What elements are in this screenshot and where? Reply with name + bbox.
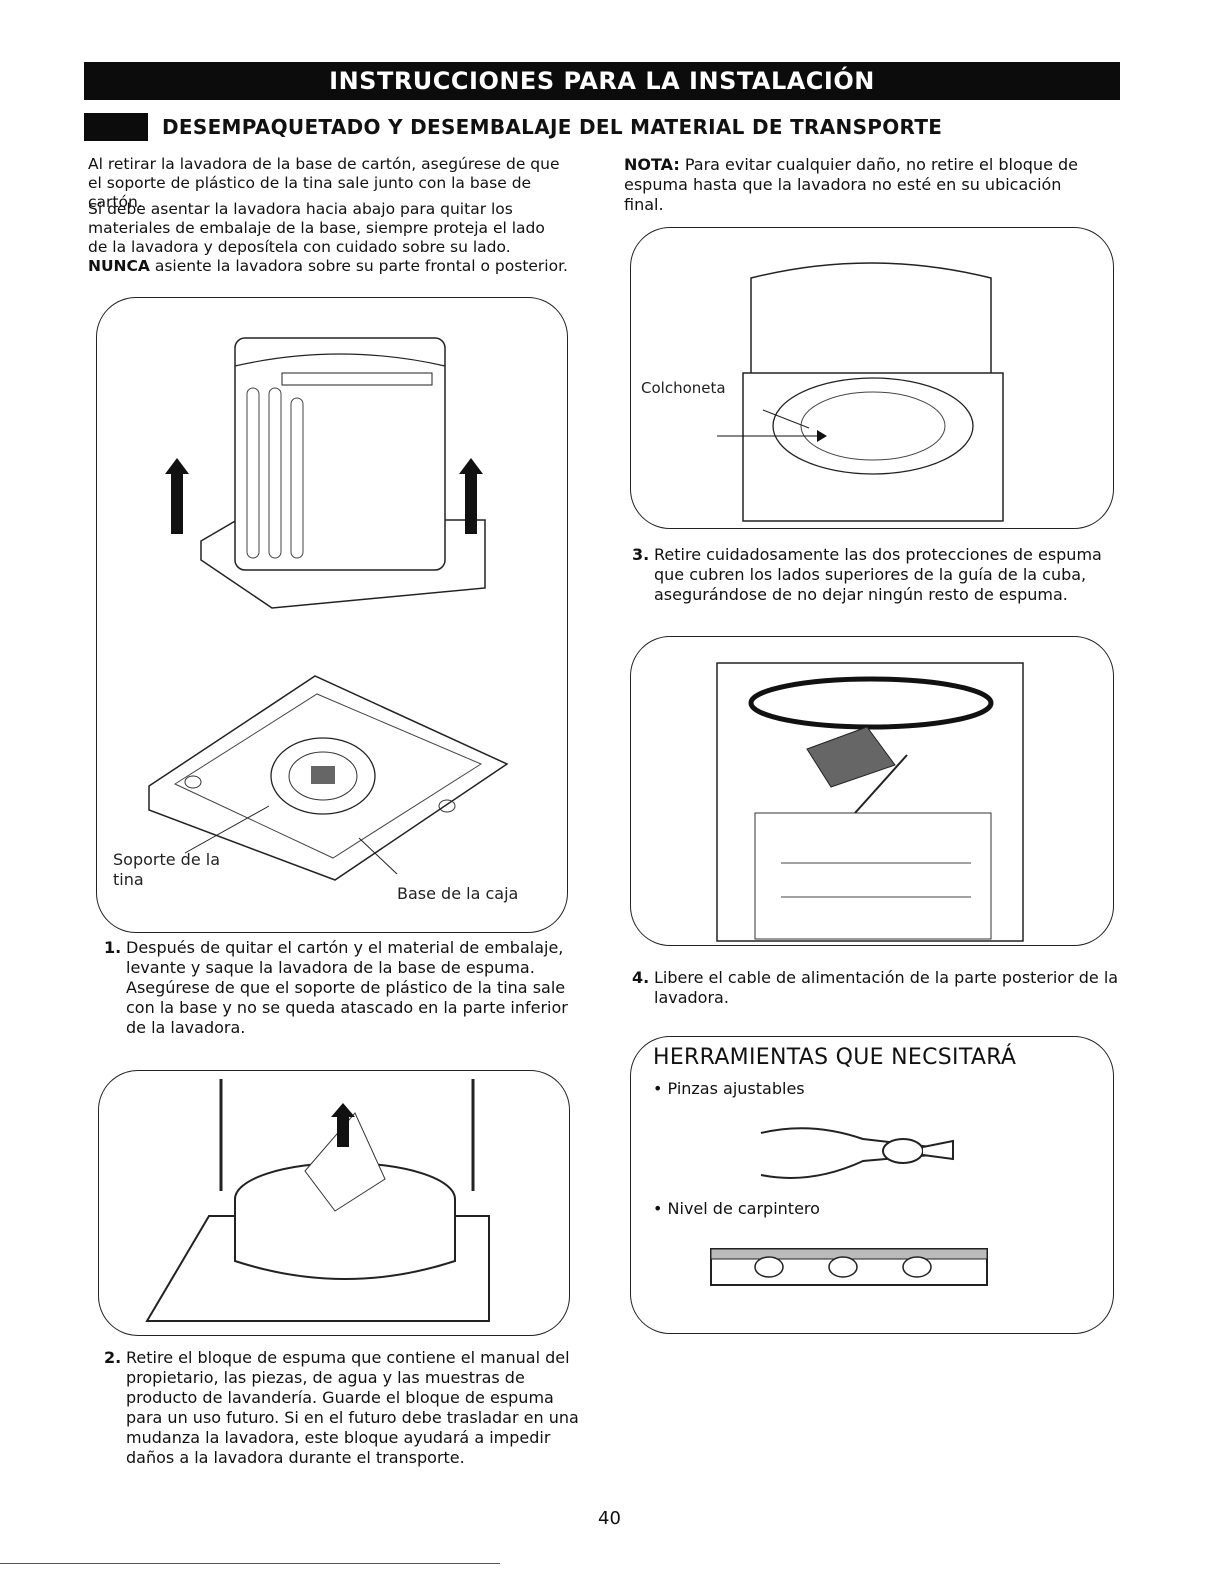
- section-header: DESEMPAQUETADO Y DESEMBALAJE DEL MATERIA…: [84, 110, 1124, 144]
- step-2: 2. Retire el bloque de espuma que contie…: [104, 1348, 592, 1468]
- note-label: NOTA:: [624, 155, 680, 174]
- remove-foam-illustration: [716, 662, 1024, 942]
- note-text: Para evitar cualquier daño, no retire el…: [624, 155, 1078, 214]
- intro-warning: NUNCA: [88, 257, 150, 275]
- step-1: 1. Después de quitar el cartón y el mate…: [104, 938, 592, 1038]
- figure-foam-block: [98, 1070, 570, 1336]
- tool-pliers-label: • Pinzas ajustables: [653, 1079, 805, 1098]
- tools-box: HERRAMIENTAS QUE NECSITARÁ • Pinzas ajus…: [630, 1036, 1114, 1334]
- note-paragraph: NOTA: Para evitar cualquier daño, no ret…: [624, 155, 1104, 215]
- label-box-base: Base de la caja: [397, 884, 519, 903]
- foam-block-illustration: [145, 1079, 490, 1322]
- step-1-number: 1.: [104, 938, 122, 957]
- page-banner: INSTRUCCIONES PARA LA INSTALACIÓN: [84, 62, 1120, 100]
- step-4: 4. Libere el cable de alimentación de la…: [632, 968, 1124, 1008]
- open-lid-illustration: [717, 262, 1004, 522]
- pliers-icon: [760, 1127, 954, 1179]
- tool-level-label: • Nivel de carpintero: [653, 1199, 820, 1218]
- figure-padding: Colchoneta: [630, 227, 1114, 529]
- step-2-number: 2.: [104, 1348, 122, 1367]
- page-number: 40: [598, 1508, 621, 1529]
- washer-lift-illustration: [148, 337, 509, 881]
- figure-foam-protectors: [630, 636, 1114, 946]
- label-tub-support: Soporte de la tina: [113, 850, 221, 889]
- step-3-number: 3.: [632, 545, 650, 564]
- label-pad: Colchoneta: [641, 379, 726, 397]
- step-3: 3. Retire cuidadosamente las dos protecc…: [632, 545, 1124, 605]
- step-3-text: Retire cuidadosamente las dos proteccion…: [654, 545, 1102, 604]
- footer-divider: [0, 1563, 500, 1564]
- level-icon: [710, 1248, 988, 1286]
- figure-unpack-washer: Soporte de la tina Base de la caja: [96, 297, 568, 933]
- tools-title: HERRAMIENTAS QUE NECSITARÁ: [653, 1045, 1017, 1070]
- section-title: DESEMPAQUETADO Y DESEMBALAJE DEL MATERIA…: [162, 115, 943, 139]
- section-marker: [84, 113, 148, 141]
- intro-paragraph-2: Si debe asentar la lavadora hacia abajo …: [88, 200, 568, 276]
- step-4-number: 4.: [632, 968, 650, 987]
- step-4-text: Libere el cable de alimentación de la pa…: [654, 968, 1119, 1007]
- step-2-text: Retire el bloque de espuma que contiene …: [126, 1348, 579, 1467]
- step-1-text: Después de quitar el cartón y el materia…: [126, 938, 568, 1037]
- intro-text-b: asiente la lavadora sobre su parte front…: [149, 257, 568, 275]
- intro-text-a: Si debe asentar la lavadora hacia abajo …: [88, 200, 545, 256]
- intro-paragraph-1: Al retirar la lavadora de la base de car…: [88, 155, 560, 211]
